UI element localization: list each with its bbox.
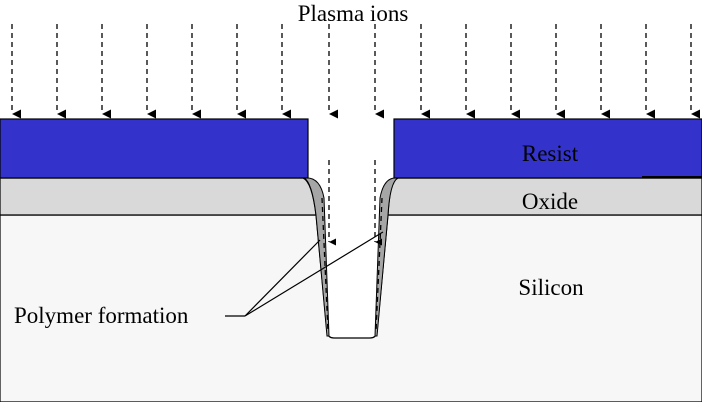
oxide-layer-left	[0, 177, 317, 216]
trench-ion-path-left	[321, 197, 329, 333]
oxide-label: Oxide	[522, 189, 578, 214]
resist-block-left	[0, 118, 309, 179]
polymer-formation-label: Polymer formation	[14, 303, 189, 328]
silicon-label: Silicon	[518, 275, 584, 300]
resist-block-right	[393, 118, 702, 179]
polymer-pointer-line-left	[244, 239, 321, 317]
trench-ion-path-right	[375, 197, 383, 333]
polymer-pointer-line-right	[244, 231, 384, 317]
plasma-ion-arrows	[11, 24, 700, 119]
plasma-ions-label: Plasma ions	[298, 1, 409, 26]
resist-label: Resist	[522, 141, 579, 166]
